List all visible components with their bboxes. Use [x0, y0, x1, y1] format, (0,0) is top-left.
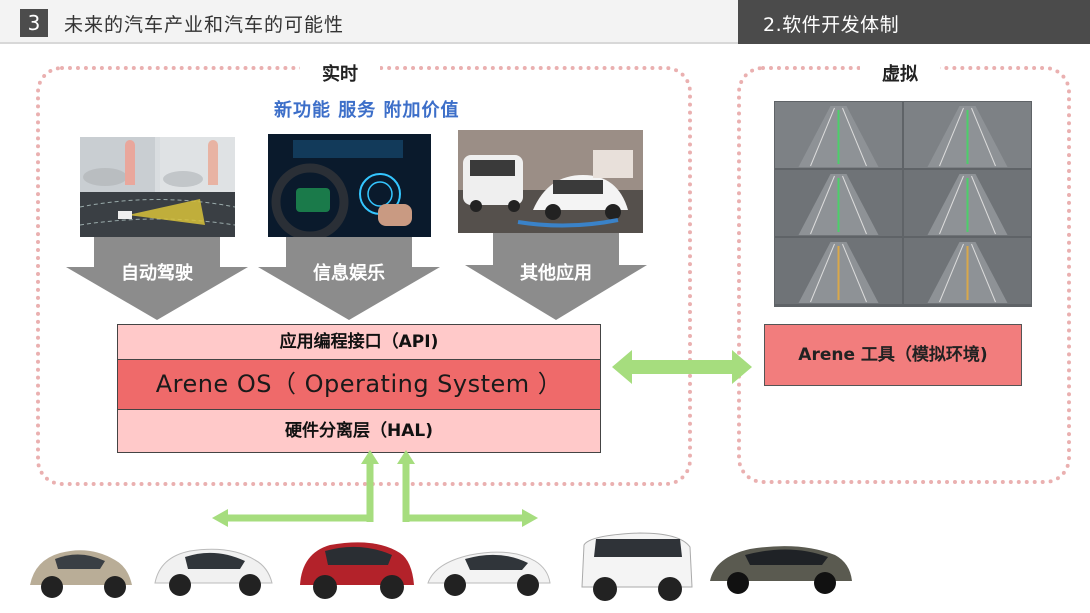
- page-title: 未来的汽车产业和汽车的可能性: [64, 14, 345, 36]
- other-applications-arrow: 其他应用: [465, 233, 647, 320]
- realtime-label: 实时: [300, 60, 380, 86]
- car-camry: [427, 551, 551, 596]
- vehicle-lineup: [30, 532, 852, 601]
- virtual-label: 虚拟: [860, 60, 940, 86]
- hal-layer: 硬件分离层（HAL): [117, 409, 601, 453]
- other-applications-image: [458, 130, 643, 233]
- page-subtitle: 2.软件开发体制: [763, 14, 900, 36]
- autonomous-driving-image: [80, 137, 235, 237]
- car-land-cruiser: [581, 532, 693, 601]
- car-yaris: [30, 550, 132, 598]
- infotainment-arrow: 信息娱乐: [258, 237, 440, 320]
- car-connection-arrows: [212, 450, 538, 527]
- autonomous-driving-label: 自动驾驶: [121, 263, 193, 284]
- arene-tools-box: Arene 工具（模拟环境): [764, 324, 1022, 386]
- header-subtitle-bar: [738, 0, 1090, 44]
- api-layer: 应用编程接口（API): [117, 324, 601, 360]
- car-lexus-ls: [710, 546, 852, 594]
- car-corolla-hatch: [154, 548, 273, 596]
- value-proposition-text: 新功能 服务 附加价值: [274, 100, 460, 121]
- bidirectional-arrow-icon: [612, 350, 752, 384]
- autonomous-driving-arrow: 自动驾驶: [66, 237, 248, 320]
- other-applications-label: 其他应用: [520, 263, 592, 284]
- section-number: 3: [20, 9, 48, 37]
- simulation-image: [774, 101, 1032, 307]
- car-rav4: [300, 542, 414, 599]
- header-bar: [0, 0, 738, 44]
- infotainment-image: [268, 134, 431, 237]
- infotainment-label: 信息娱乐: [313, 263, 385, 284]
- arene-os-layer: Arene OS（ Operating System ）: [117, 360, 601, 409]
